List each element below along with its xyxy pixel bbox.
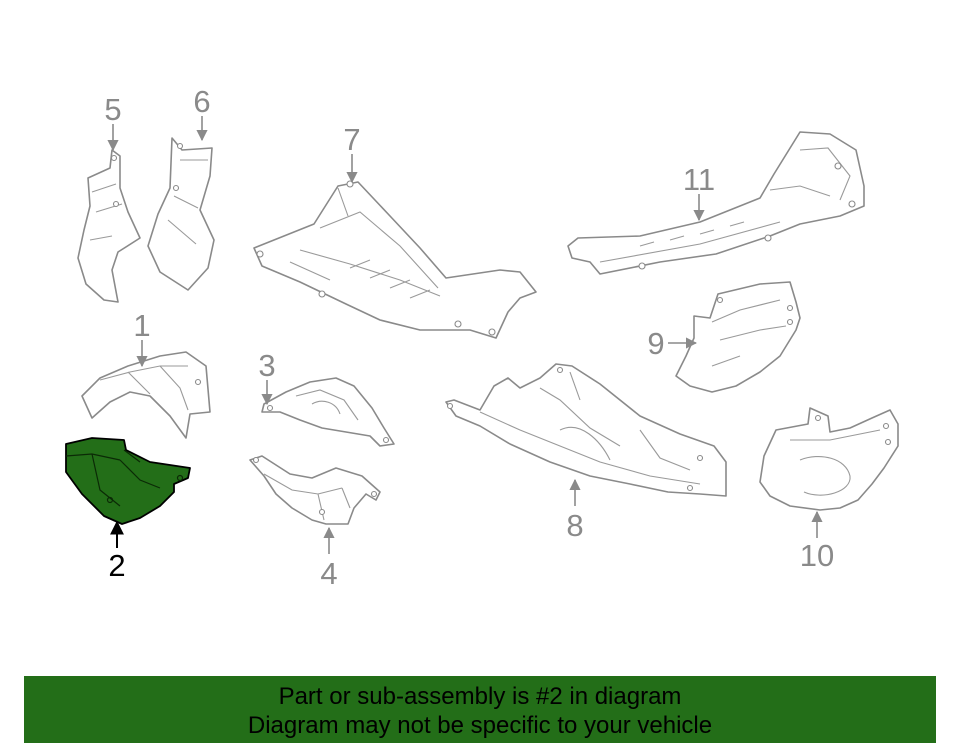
part-5-heat-shield[interactable]	[77, 149, 141, 303]
part-8-floor-heat-shield[interactable]	[445, 363, 727, 497]
callout-3: 3	[258, 348, 275, 383]
banner-line-disclaimer: Diagram may not be specific to your vehi…	[247, 712, 713, 739]
callout-10: 10	[800, 538, 834, 573]
part-4-heat-shield[interactable]	[249, 455, 381, 525]
part-9-heat-shield[interactable]	[675, 281, 801, 393]
part-7-floor-heat-shield[interactable]	[253, 180, 537, 339]
callout-7: 7	[343, 122, 360, 157]
part-11-exhaust-heat-shield[interactable]	[567, 131, 865, 275]
banner-line-part-number: Part or sub-assembly is #2 in diagram	[278, 683, 682, 710]
info-banner: Part or sub-assembly is #2 in diagram Di…	[24, 676, 936, 743]
part-2-heat-shield-highlighted[interactable]	[65, 437, 191, 525]
callout-11: 11	[683, 162, 715, 197]
callout-1: 1	[133, 308, 150, 343]
part-1-heat-shield[interactable]	[81, 351, 211, 439]
callout-6: 6	[193, 84, 210, 119]
callout-4: 4	[320, 556, 337, 591]
part-3-heat-shield[interactable]	[261, 377, 395, 447]
callout-9: 9	[647, 326, 664, 361]
part-10-heat-shield[interactable]	[759, 407, 899, 511]
callout-2: 2	[108, 548, 125, 583]
callout-5: 5	[104, 92, 121, 127]
callout-8: 8	[566, 508, 583, 543]
parts-diagram: 5 6 7 11 1 2 3 4 8 9 10	[65, 84, 899, 591]
part-6-heat-shield[interactable]	[147, 137, 215, 291]
